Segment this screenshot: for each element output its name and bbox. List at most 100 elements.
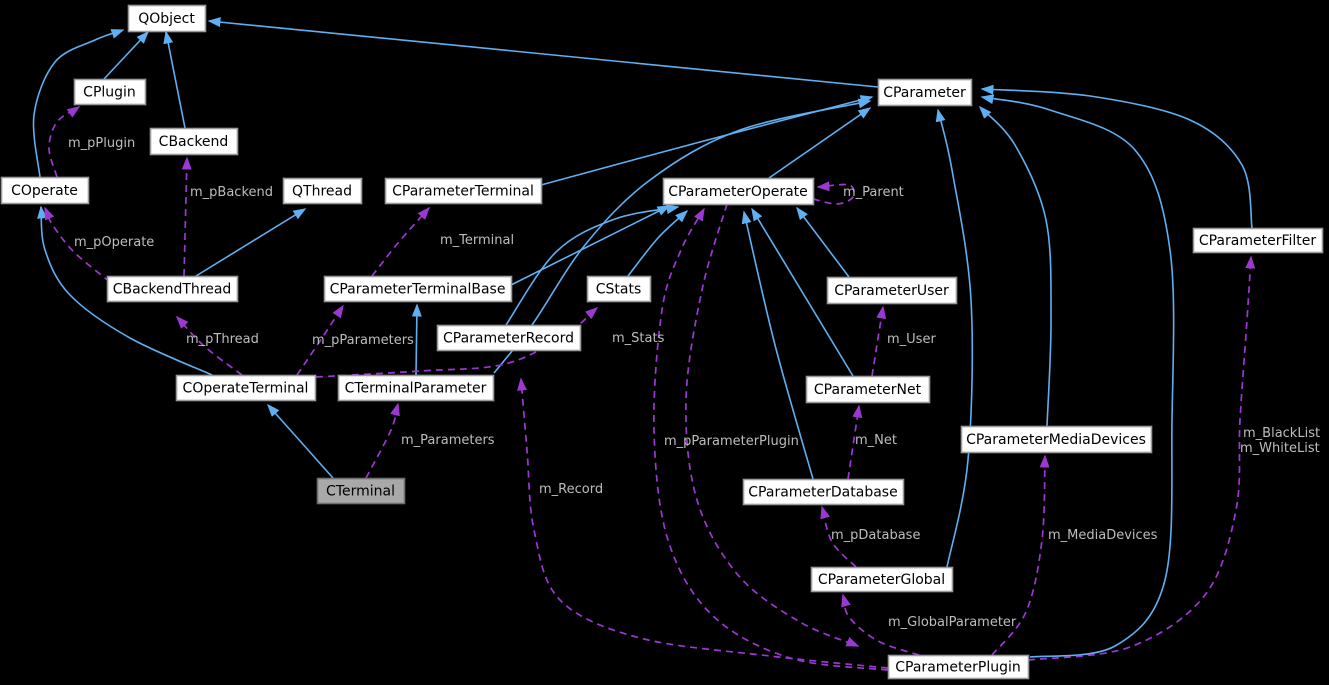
class-node-cparameter[interactable]: CParameter	[877, 78, 973, 107]
edge-label-m_mediadevices: m_MediaDevices	[1048, 528, 1158, 543]
inheritance-edge-cparametermediadevices-to-cparameter	[978, 105, 1052, 427]
class-node-cterminal: CTerminal	[316, 477, 406, 505]
class-node-box-qobject[interactable]	[127, 4, 207, 33]
class-node-box-coperate[interactable]	[0, 176, 90, 205]
class-node-box-cparameterglobal[interactable]	[810, 566, 954, 593]
inheritance-edge-cparameterterminal-to-cparameter	[540, 95, 874, 186]
class-node-cparameterfilter[interactable]: CParameterFilter	[1192, 227, 1324, 254]
class-node-label-coperate: COperate	[11, 183, 78, 199]
class-node-box-cparameterterminalbase[interactable]	[323, 275, 513, 303]
class-node-label-cparameterglobal: CParameterGlobal	[818, 572, 945, 588]
edge-label-m_terminal: m_Terminal	[440, 233, 514, 248]
class-node-label-cparameteroperate: CParameterOperate	[668, 184, 808, 200]
class-node-box-cbackendthread[interactable]	[106, 275, 239, 303]
class-node-box-cparameterplugin[interactable]	[887, 654, 1030, 680]
class-node-label-cplugin: CPlugin	[83, 85, 136, 101]
class-node-label-cstats: CStats	[596, 282, 642, 298]
class-node-box-cparameteruser[interactable]	[826, 276, 958, 305]
class-node-box-qthread[interactable]	[282, 177, 363, 205]
class-node-cplugin[interactable]: CPlugin	[73, 78, 147, 106]
member-edge-cbackendthread-to-cbackend	[181, 156, 192, 277]
member-edge-cparameterplugin-to-cparametermediadevices	[991, 454, 1050, 656]
member-edge-cbackendthread-to-coperate	[44, 206, 111, 283]
class-node-box-cparametermediadevices[interactable]	[960, 425, 1153, 454]
class-node-box-coperateterminal[interactable]	[175, 374, 317, 402]
class-node-label-qobject: QObject	[138, 11, 195, 27]
class-node-box-cterminal	[316, 477, 406, 505]
class-node-box-cplugin[interactable]	[73, 78, 147, 106]
class-node-cparameterdatabase[interactable]: CParameterDatabase	[742, 478, 905, 506]
inheritance-edge-cparameternet-to-cparameteroperate	[751, 207, 854, 377]
class-node-label-cparameter: CParameter	[883, 85, 966, 101]
inheritance-edge-cparameteroperate-to-cparameter	[768, 107, 872, 179]
class-node-qthread[interactable]: QThread	[282, 177, 363, 205]
member-edge-cparameterglobal-to-cparameterdatabase	[820, 505, 857, 568]
class-node-qobject[interactable]: QObject	[127, 4, 207, 33]
edge-label-m_net: m_Net	[855, 433, 897, 448]
edge-label-m_pbackend: m_pBackend	[190, 185, 273, 200]
class-node-cstats[interactable]: CStats	[586, 275, 652, 303]
class-node-box-cparameterrecord[interactable]	[436, 324, 582, 352]
class-node-label-cparametermediadevices: CParameterMediaDevices	[966, 432, 1146, 448]
inheritance-edge-cparameteruser-to-cparameteroperate	[796, 206, 850, 278]
inheritance-edge-cbackend-to-qobject	[163, 30, 186, 129]
class-node-box-cparameterfilter[interactable]	[1192, 227, 1324, 254]
class-node-cparametermediadevices[interactable]: CParameterMediaDevices	[960, 425, 1153, 454]
edge-label-m_pdatabase: m_pDatabase	[831, 528, 920, 543]
edge-label-m_globalparameter: m_GlobalParameter	[888, 615, 1017, 630]
class-node-cparameterplugin[interactable]: CParameterPlugin	[887, 654, 1030, 680]
class-node-cparameterterminalbase[interactable]: CParameterTerminalBase	[323, 275, 513, 303]
edge-label-m_user: m_User	[887, 332, 936, 347]
member-edge-cparameterplugin-to-cparameterrecord	[516, 377, 889, 669]
member-edge-cparameterplugin-to-cparameterglobal	[841, 593, 920, 656]
class-node-box-cterminalparameter[interactable]	[337, 374, 495, 402]
class-node-label-cbackend: CBackend	[159, 134, 229, 150]
inheritance-edge-cplugin-to-qobject	[103, 30, 150, 80]
class-node-box-cparameternet[interactable]	[805, 375, 931, 404]
class-node-box-cstats[interactable]	[586, 275, 652, 303]
member-edge-cparameterdatabase-to-cparameternet	[847, 404, 863, 480]
inheritance-edge-cbackendthread-to-qthread	[195, 208, 307, 277]
class-node-label-cparameterterminal: CParameterTerminal	[392, 184, 534, 200]
edge-label-m_poperate: m_pOperate	[74, 235, 154, 250]
member-edge-coperateterminal-to-cparameterterminalbase	[296, 304, 344, 376]
member-edge-coperateterminal-to-cbackendthread	[175, 315, 243, 376]
edge-label-m_record: m_Record	[539, 482, 603, 497]
inheritance-edge-cparameterfilter-to-cparameter	[980, 84, 1253, 229]
member-edge-cparameternet-to-cparameteruser	[871, 305, 887, 377]
class-node-box-cparameterdatabase[interactable]	[742, 478, 905, 506]
inheritance-edge-cparameterrecord-to-cparameteroperate	[505, 204, 680, 326]
class-node-box-cparameteroperate[interactable]	[662, 177, 815, 206]
class-node-cparameterglobal[interactable]: CParameterGlobal	[810, 566, 954, 593]
inheritance-edge-cterminalparameter-to-cparameterterminalbase	[411, 303, 422, 376]
class-node-box-cparameter[interactable]	[877, 78, 973, 107]
edges-layer	[32, 17, 1256, 671]
class-node-coperateterminal[interactable]: COperateTerminal	[175, 374, 317, 402]
class-node-cbackendthread[interactable]: CBackendThread	[106, 275, 239, 303]
member-edge-coperate-to-cplugin	[48, 106, 81, 178]
inheritance-edge-cparameterplugin-to-cparameter	[980, 94, 1175, 658]
class-node-cparameternet[interactable]: CParameterNet	[805, 375, 931, 404]
class-node-box-cparameterterminal[interactable]	[384, 177, 543, 205]
class-node-cbackend[interactable]: CBackend	[149, 127, 239, 156]
class-node-label-cterminalparameter: CTerminalParameter	[345, 381, 487, 397]
class-node-cterminalparameter[interactable]: CTerminalParameter	[337, 374, 495, 402]
class-node-cparameteruser[interactable]: CParameterUser	[826, 276, 958, 305]
inheritance-edge-coperateterminal-to-coperate	[37, 205, 213, 376]
inheritance-edge-cparameter-to-qobject	[207, 17, 879, 88]
class-node-label-cparameterdatabase: CParameterDatabase	[748, 485, 897, 501]
edge-label-m_parameters: m_Parameters	[401, 433, 495, 448]
inheritance-edge-cterminal-to-coperateterminal	[267, 403, 334, 479]
class-node-label-cbackendthread: CBackendThread	[113, 282, 232, 298]
class-node-label-coperateterminal: COperateTerminal	[183, 381, 309, 397]
inheritance-edge-cstats-to-cparameteroperate	[627, 209, 689, 277]
class-node-box-cbackend[interactable]	[149, 127, 239, 156]
class-node-coperate[interactable]: COperate	[0, 176, 90, 205]
edge-label-m_stats: m_Stats	[612, 331, 665, 346]
edge-label-m_pparameterplugin: m_pParameterPlugin	[664, 434, 799, 449]
class-node-cparameteroperate[interactable]: CParameterOperate	[662, 177, 815, 206]
class-node-cparameterrecord[interactable]: CParameterRecord	[436, 324, 582, 352]
class-node-cparameterterminal[interactable]: CParameterTerminal	[384, 177, 543, 205]
